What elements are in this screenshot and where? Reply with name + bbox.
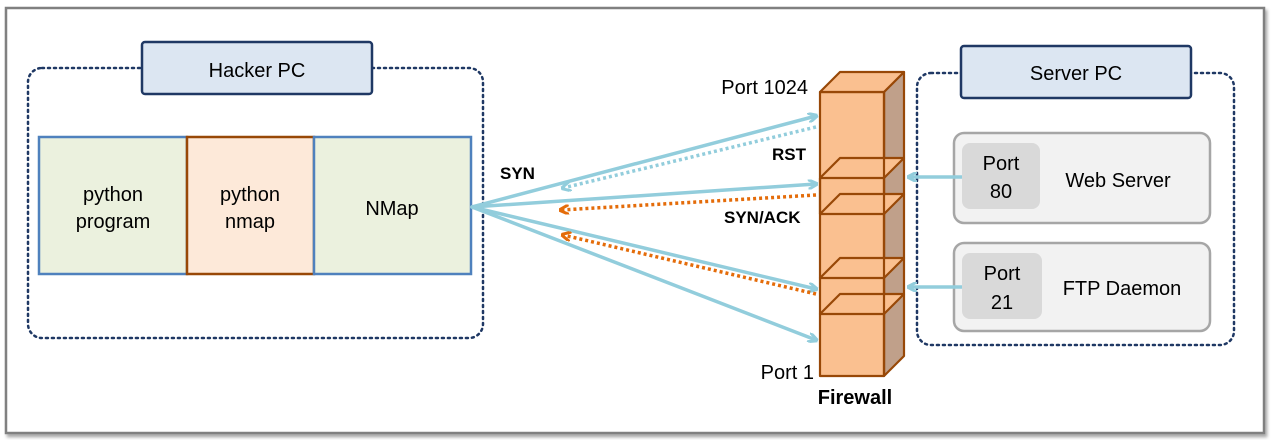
firewall-port-bottom: Port 1 (761, 362, 814, 384)
rst-label: RST (772, 145, 807, 164)
service-arrows (909, 177, 962, 287)
syn-label: SYN (500, 164, 535, 183)
ftp-daemon-label: FTP Daemon (1063, 278, 1182, 300)
synack-label: SYN/ACK (724, 208, 801, 227)
hacker-pc-group: Hacker PC python program python nmap NMa… (26, 40, 485, 340)
syn-arrows (470, 116, 816, 340)
server-pc-group: Server PC Port 80 Web Server Port 21 FTP… (915, 44, 1236, 347)
server-pc-title: Server PC (1030, 63, 1122, 85)
python-nmap-line1: python (220, 184, 280, 206)
firewall-front-face (818, 90, 886, 378)
nmap-box (312, 135, 473, 276)
synack-arrow-port-80 (561, 193, 817, 210)
synack-arrow-port-21 (563, 235, 817, 296)
port-21-box (962, 253, 1042, 319)
firewall-top-face (818, 70, 906, 94)
firewall (818, 70, 906, 378)
python-program-box (37, 135, 189, 276)
port-80-word: Port (983, 153, 1020, 175)
server-pc-title-box (959, 44, 1193, 100)
firewall-side-face (882, 70, 906, 378)
synack-reply-arrows (561, 193, 817, 296)
port-80-number: 80 (990, 181, 1012, 203)
syn-arrow-port-1024 (470, 116, 816, 209)
rst-reply-arrow (563, 125, 817, 188)
port-80-box (962, 143, 1040, 209)
nmap-label: NMap (365, 198, 418, 220)
firewall-port-top: Port 1024 (721, 77, 808, 99)
python-program-line2: program (76, 211, 150, 233)
python-nmap-box (185, 135, 316, 276)
firewall-label: Firewall (818, 387, 892, 409)
hacker-pc-title-box (140, 40, 374, 96)
syn-arrow-port-80 (470, 184, 816, 209)
syn-arrow-port-21 (470, 205, 816, 289)
python-nmap-line2: nmap (225, 211, 275, 233)
port-21-number: 21 (991, 292, 1013, 314)
python-program-line1: python (83, 184, 143, 206)
port-21-word: Port (984, 263, 1021, 285)
syn-arrow-port-1 (470, 205, 816, 340)
web-server-label: Web Server (1065, 170, 1171, 192)
hacker-pc-title: Hacker PC (209, 60, 306, 82)
